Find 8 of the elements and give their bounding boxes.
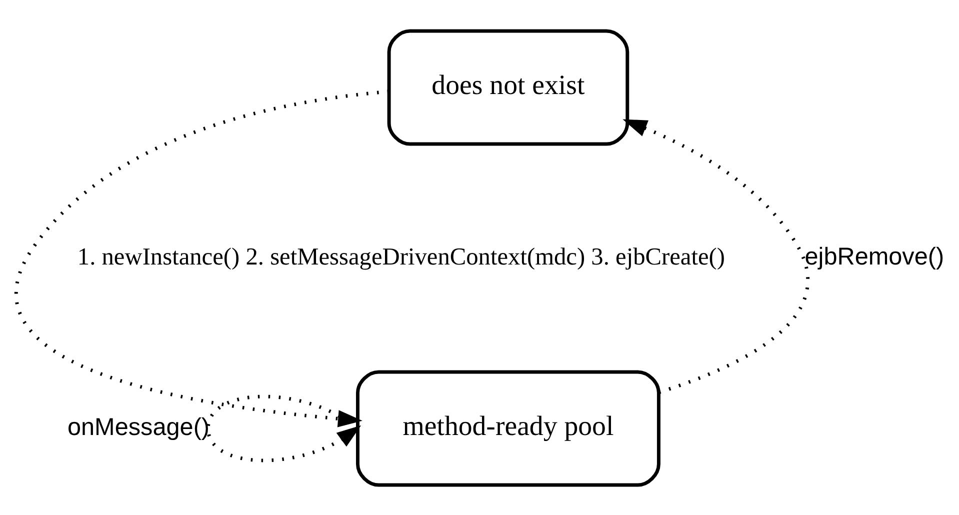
node-box: does not exist (387, 28, 630, 146)
arrow (622, 118, 810, 394)
edge-label: 1. newInstance() 2. setMessageDrivenContext(mdc) 3. ejbCreate() (77, 242, 726, 270)
arrow (15, 89, 390, 427)
edge-label: onMessage() (67, 413, 210, 440)
arrow (206, 394, 362, 462)
edge-label: ejbRemove() (804, 242, 944, 270)
node-box: method-ready pool (356, 370, 660, 486)
